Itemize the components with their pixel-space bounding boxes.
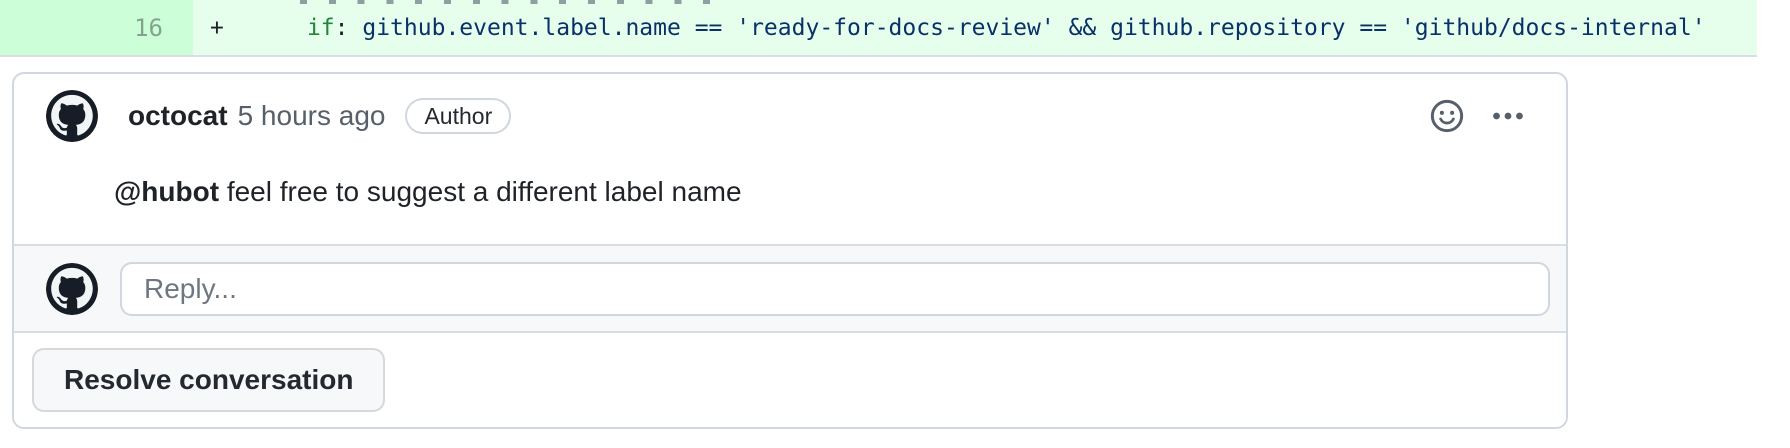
comment-header: octocat 5 hours ago Author [46, 90, 1526, 142]
comment-options-button[interactable] [1490, 99, 1526, 133]
comment-section: octocat 5 hours ago Author @hub [14, 74, 1566, 244]
resolve-conversation-button[interactable]: Resolve conversation [32, 348, 386, 412]
comment-body: @hubot feel free to suggest a different … [114, 170, 1526, 214]
code-expression: github.event.label.name == 'ready-for-do… [348, 14, 1706, 41]
smiley-icon [1430, 99, 1464, 133]
add-reaction-button[interactable] [1430, 99, 1464, 133]
comment-text: feel free to suggest a different label n… [219, 176, 742, 207]
code-colon: : [334, 14, 349, 41]
diff-addition-line: 16 + if: github.event.label.name == 'rea… [0, 0, 1757, 57]
comment-author[interactable]: octocat [128, 100, 228, 131]
code-keyword: if [306, 14, 335, 41]
reply-octocat-avatar [46, 262, 98, 315]
clipped-previous-code-line [300, 0, 732, 4]
resolve-section: Resolve conversation [14, 333, 1566, 427]
diff-gutter: 16 [0, 0, 193, 55]
author-badge: Author [405, 98, 512, 134]
diff-line-number: 16 [134, 13, 163, 42]
review-comment-card: octocat 5 hours ago Author @hub [12, 72, 1568, 429]
octocat-avatar[interactable] [46, 90, 98, 142]
diff-code-line: + if: github.event.label.name == 'ready-… [193, 0, 1757, 55]
reply-input[interactable] [120, 261, 1550, 316]
mention-link[interactable]: @hubot [114, 176, 220, 207]
code-indent [224, 15, 307, 41]
diff-plus-marker: + [210, 14, 224, 41]
kebab-icon [1493, 112, 1523, 120]
comment-timestamp[interactable]: 5 hours ago [237, 100, 386, 131]
reply-section [14, 244, 1566, 333]
